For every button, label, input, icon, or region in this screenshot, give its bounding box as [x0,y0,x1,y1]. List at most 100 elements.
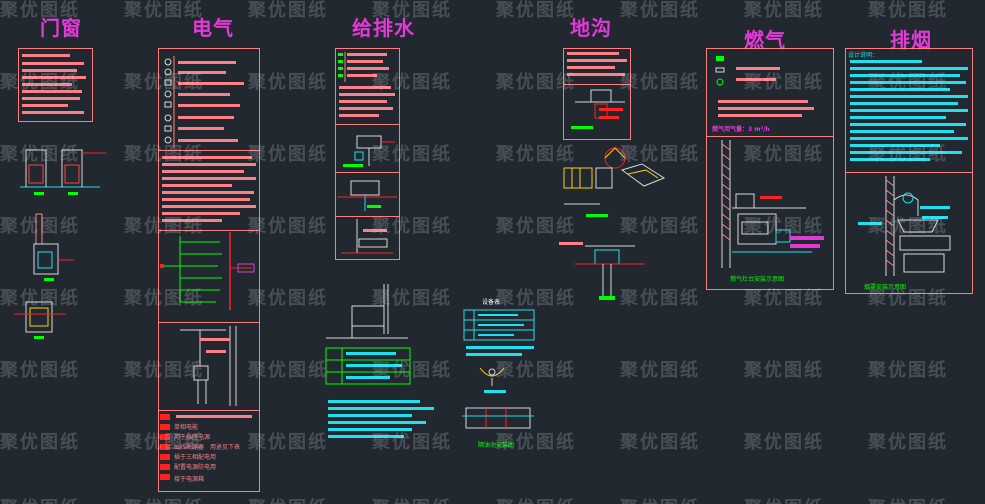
watermark-text: 聚优图纸 [620,72,700,93]
title-floor-trench: 地沟 [570,16,612,40]
grease-trap-section [462,407,534,429]
watermark-text: 聚优图纸 [868,360,948,381]
text-line [850,137,968,140]
watermark-text: 聚优图纸 [248,0,328,21]
text-line [22,97,80,100]
watermark-text: 聚优图纸 [372,432,452,453]
watermark-text: 聚优图纸 [0,494,80,504]
smoke-diagram-caption: 烟罩安装示意图 [864,284,907,291]
text-line [162,198,250,201]
title-electrical: 电气 [192,16,234,40]
divider [335,172,400,173]
gas-stove-installation-drawing [721,140,824,268]
text-line [850,95,968,98]
watermark-text: 聚优图纸 [744,360,824,381]
text-line [22,69,77,72]
text-line [567,59,627,62]
text-line [850,81,966,84]
text-line [850,151,962,154]
legend-label: 用于插座电源 [174,434,211,441]
text-line [162,177,256,180]
plumbing-sheet-frame [335,48,400,260]
text-line [850,60,922,63]
text-line [850,144,940,147]
grease-trap-plan [479,367,506,393]
text-line [718,100,808,103]
text-line [328,421,426,424]
legend-symbol [160,424,170,430]
text-line [736,78,776,81]
watermark-text: 聚优图纸 [248,288,328,309]
text-line [328,400,420,403]
watermark-text: 聚优图纸 [620,0,700,21]
sink-detail-drawing [343,135,395,167]
text-line [718,114,802,117]
divider [335,124,400,125]
divider [158,150,260,151]
smoke-hood-installation-drawing [858,176,951,276]
door-window-notes-frame [18,48,93,122]
frame-detail-drawing [14,301,66,339]
text-line [850,116,946,119]
gas-sheet-frame [706,48,834,290]
text-line [466,346,534,349]
watermark-text: 聚优图纸 [868,494,948,504]
text-line [176,415,252,418]
text-line [850,158,930,161]
window-section-drawing [33,213,74,281]
plumbing-detail-caption: 隔油池安装图 [478,442,515,449]
text-line [850,130,954,133]
watermark-text: 聚优图纸 [0,432,80,453]
watermark-text: 聚优图纸 [744,494,824,504]
drain-detail-drawing [337,180,397,211]
legend-symbol [160,454,170,460]
text-line [466,353,522,356]
text-line [328,407,434,410]
text-line [567,73,625,76]
text-line [567,52,619,55]
electrical-sheet-frame [158,48,260,492]
watermark-text: 聚优图纸 [248,432,328,453]
gas-pressure-label: 燃气用气量：3 m³/h [712,126,770,133]
watermark-text: 聚优图纸 [496,0,576,21]
text-line [162,170,244,173]
smoke-notes-title: 设计说明： [848,52,879,59]
legend-label: 插于三相配电用 [174,454,217,461]
text-line [718,107,814,110]
watermark-text: 聚优图纸 [248,144,328,165]
text-line [162,156,252,159]
text-line [22,111,84,114]
watermark-text: 聚优图纸 [868,0,948,21]
title-door-window: 门窗 [40,16,82,40]
legend-symbol [160,444,170,450]
text-line [22,54,70,57]
pipe-connection-drawing [341,219,393,254]
trench-cover-section [571,89,625,129]
text-line [328,435,404,438]
smoke-sheet-frame [845,48,973,294]
legend-symbol [160,414,170,420]
text-line [22,90,82,93]
watermark-text: 聚优图纸 [868,432,948,453]
text-line [567,66,615,69]
watermark-text: 聚优图纸 [744,432,824,453]
watermark-text: 聚优图纸 [248,494,328,504]
text-line [162,184,232,187]
legend-label: 接于电源箱 [174,476,205,483]
watermark-text: 聚优图纸 [124,494,204,504]
text-line [850,109,968,112]
watermark-text: 聚优图纸 [0,360,80,381]
text-line [850,74,960,77]
trench-cross-section [559,242,645,300]
gas-diagram-caption: 燃气灶台安装示意图 [730,276,785,283]
legend-label: 配置电源防电用 [174,464,217,471]
watermark-text: 聚优图纸 [248,72,328,93]
electrical-installation-detail [180,326,237,406]
text-line [850,67,968,70]
divider [158,322,260,323]
legend-symbol [160,434,170,440]
divider [563,84,631,85]
plumbing-legend-table [338,52,395,117]
text-line [162,219,222,222]
electrical-wiring-diagram [160,232,255,310]
